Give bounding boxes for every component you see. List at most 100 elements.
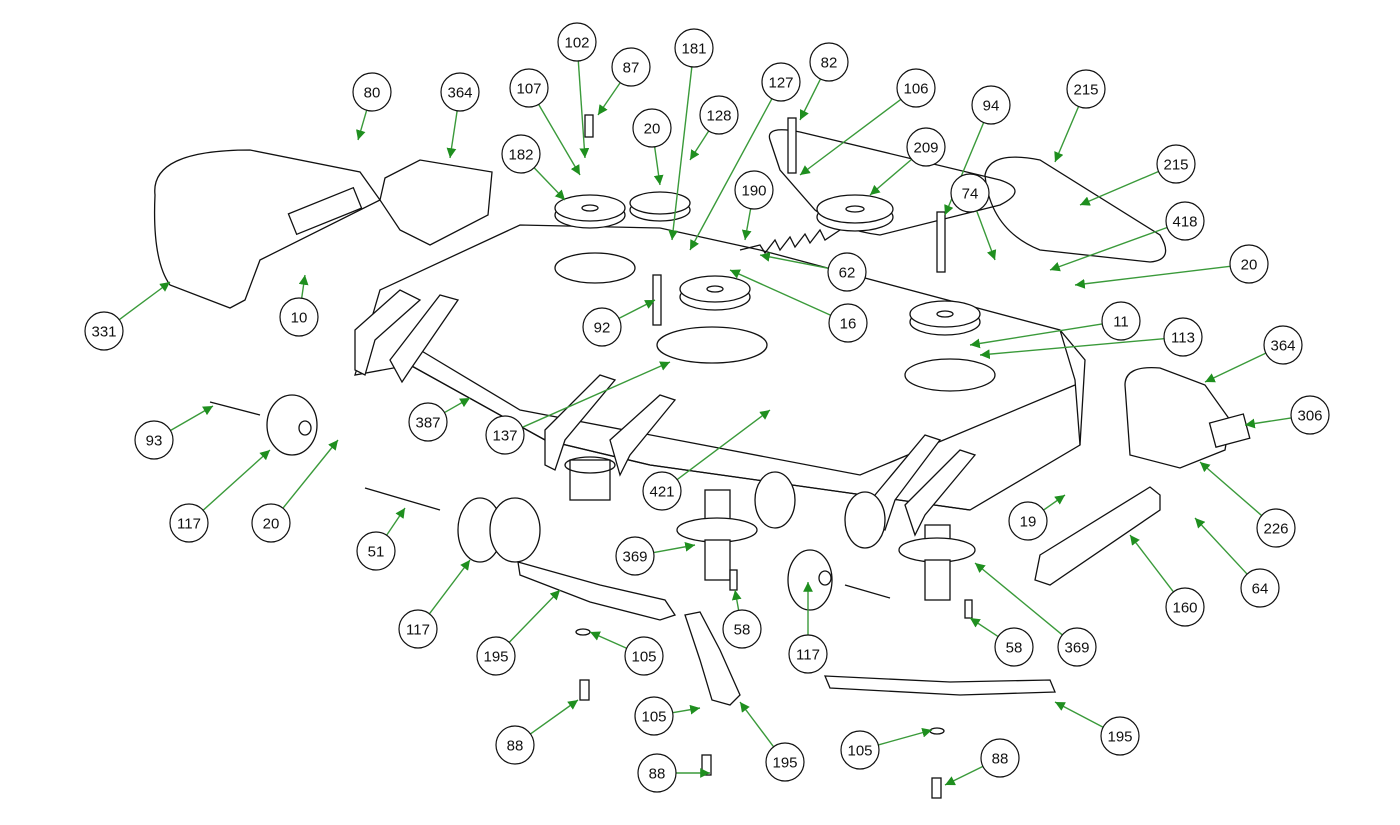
leader-arrow <box>689 98 773 251</box>
callout-58: 58 <box>722 589 762 649</box>
callout-label: 215 <box>1073 82 1098 99</box>
callout-82: 82 <box>799 42 849 121</box>
callout-label: 105 <box>631 649 656 666</box>
leader-arrow <box>739 701 775 748</box>
leader-arrow <box>1049 226 1168 272</box>
leader-arrow <box>944 122 985 216</box>
callout-93: 93 <box>134 405 214 460</box>
callout-circle <box>1165 201 1205 241</box>
pulley <box>629 191 691 222</box>
leader-arrow <box>202 449 271 511</box>
callout-circle <box>722 609 762 649</box>
callout-circle <box>994 627 1034 667</box>
callout-label: 10 <box>291 310 308 327</box>
callout-circle <box>1101 301 1141 341</box>
callout-160: 160 <box>1129 534 1205 627</box>
leader-arrow <box>298 274 309 299</box>
leader-arrow <box>589 631 627 649</box>
callout-circle <box>950 173 990 213</box>
callout-circle <box>1163 317 1203 357</box>
callout-117: 117 <box>398 559 471 649</box>
callout-label: 51 <box>368 544 385 561</box>
callout-209: 209 <box>869 127 946 196</box>
callout-circle <box>1066 69 1106 109</box>
callout-label: 215 <box>1163 157 1188 174</box>
leader-arrow <box>386 507 406 536</box>
callout-label: 74 <box>962 186 979 203</box>
callout-label: 80 <box>364 85 381 102</box>
callout-circle <box>637 753 677 793</box>
callout-label: 16 <box>840 316 857 333</box>
callout-label: 88 <box>992 751 1009 768</box>
discharge-chute-left <box>153 149 381 309</box>
callout-label: 190 <box>741 183 766 200</box>
leader-arrow <box>428 559 471 615</box>
callout-circle <box>495 725 535 765</box>
callout-label: 226 <box>1263 521 1288 538</box>
callout-label: 364 <box>1270 338 1295 355</box>
wheel <box>844 491 886 549</box>
leader-arrow <box>1204 352 1267 383</box>
callout-label: 209 <box>913 140 938 157</box>
callout-331: 331 <box>84 281 171 351</box>
callout-label: 364 <box>447 85 472 102</box>
callout-circle <box>828 303 868 343</box>
callout-label: 94 <box>983 98 1000 115</box>
callout-label: 117 <box>177 516 201 533</box>
callout-circle <box>615 536 655 576</box>
callout-circle <box>674 28 714 68</box>
callout-195: 195 <box>1054 701 1140 756</box>
callout-label: 418 <box>1172 214 1197 231</box>
callout-circle <box>1263 325 1303 365</box>
callout-label: 20 <box>263 516 280 533</box>
callout-label: 306 <box>1297 408 1322 425</box>
callout-circle <box>1057 627 1097 667</box>
blade <box>684 611 741 706</box>
callout-circle <box>356 531 396 571</box>
parts-artwork <box>153 114 1251 799</box>
callout-circle <box>809 42 849 82</box>
callout-20: 20 <box>251 439 339 543</box>
callout-87: 87 <box>597 47 651 116</box>
leader-arrow <box>969 617 999 638</box>
callout-label: 195 <box>483 649 508 666</box>
callout-circle <box>788 634 828 674</box>
leader-arrow <box>1054 106 1080 163</box>
wheel <box>787 549 833 611</box>
callout-circle <box>84 311 124 351</box>
callout-circle <box>827 252 867 292</box>
callout-369: 369 <box>974 562 1097 667</box>
callout-16: 16 <box>729 269 868 343</box>
leader-arrow <box>508 589 561 643</box>
callout-226: 226 <box>1199 461 1296 548</box>
leader-arrow <box>676 409 771 481</box>
callout-circle <box>398 609 438 649</box>
callout-107: 107 <box>509 68 581 176</box>
callout-58: 58 <box>969 617 1034 667</box>
callout-circle <box>408 402 448 442</box>
callout-circle <box>134 420 174 460</box>
callout-circle <box>624 636 664 676</box>
callout-circle <box>1156 144 1196 184</box>
callout-circle <box>896 68 936 108</box>
leader-arrow <box>1074 265 1231 289</box>
leader-arrow <box>538 104 581 176</box>
leader-arrow <box>282 439 339 509</box>
callout-label: 82 <box>821 55 838 72</box>
callout-label: 88 <box>649 766 666 783</box>
callout-label: 421 <box>649 484 674 501</box>
callout-137: 137 <box>485 361 671 455</box>
leader-arrow <box>975 210 997 261</box>
spring <box>739 228 841 255</box>
wheel <box>266 394 318 456</box>
leader-arrow <box>759 252 829 270</box>
callout-label: 106 <box>903 81 928 98</box>
spindle <box>898 524 976 601</box>
callout-circle <box>1100 716 1140 756</box>
callout-label: 62 <box>839 265 856 282</box>
callout-306: 306 <box>1244 395 1330 435</box>
leader-arrow <box>522 361 671 428</box>
callout-127: 127 <box>689 62 801 251</box>
spindle <box>564 456 616 501</box>
